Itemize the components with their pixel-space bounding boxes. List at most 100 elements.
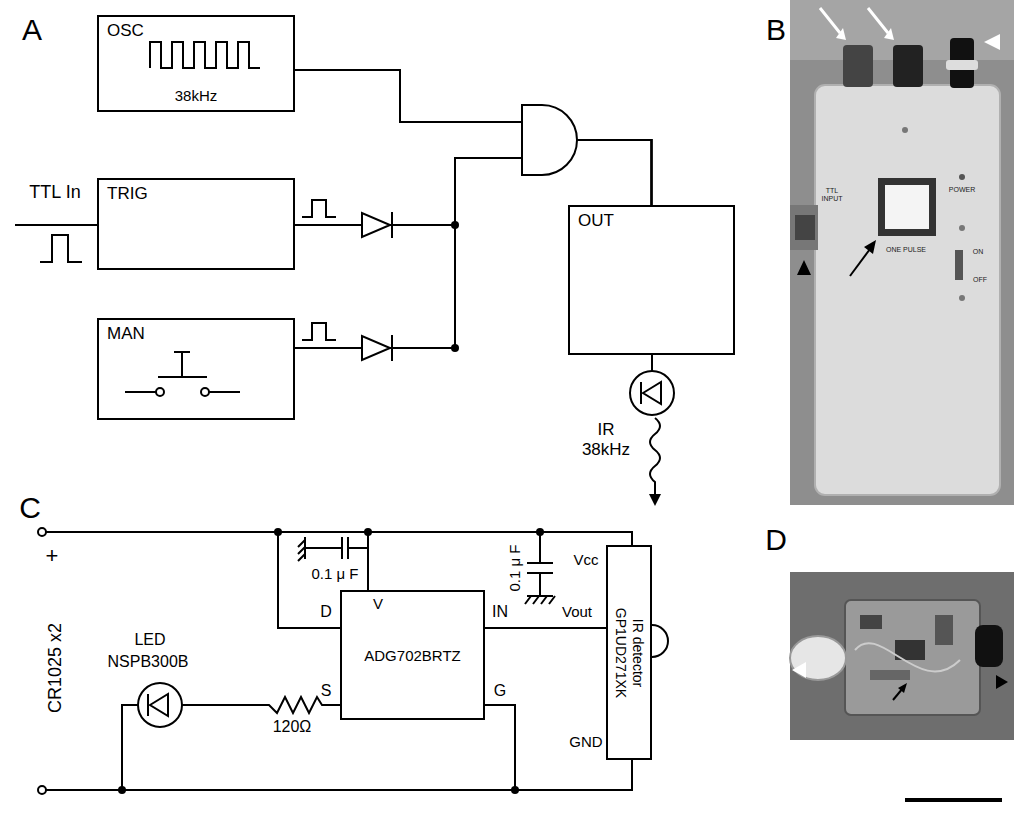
receiver-photo [975,625,1003,667]
oscillator-box: OSC38kHz [97,15,295,112]
device-photo [850,249,870,276]
panel-print: POWER [949,186,975,194]
device-photo [815,85,1000,495]
pulse-symbol [40,235,82,262]
box-title: OSC [107,21,144,41]
pushbutton-symbol [156,388,164,396]
wire [367,532,369,590]
device-photo [795,215,815,240]
and-gate [522,105,577,175]
device-photo [984,34,1000,50]
receiver-photo [898,683,907,693]
led-symbol [138,683,182,727]
device-photo [946,60,978,70]
box-title: OUT [578,211,614,231]
signal-wire [295,70,652,205]
manual-box: MAN [97,318,295,420]
receiver-photo [996,675,1008,689]
component-value: 0.1 μ F [506,545,523,592]
panel-letter: D [765,523,787,558]
switch-ic-box: ADG702BRTZ [340,590,485,720]
diode-bar [391,335,393,361]
box-title: IR detector [629,607,646,697]
battery-label: CR1025 x2 [45,623,66,713]
box-title: TRIG [107,184,148,204]
pin-name: V [373,595,383,612]
device-photo [884,28,894,40]
part-number: NSPB300B [108,653,189,671]
panel-letter: B [766,13,786,48]
circuit-schematic [38,528,668,794]
pushbutton-symbol [125,352,240,396]
component-value: 120Ω [273,718,312,736]
capacitor-symbol [305,537,368,559]
device-photo [955,250,963,280]
diode-symbol [362,213,390,237]
device-photo [878,178,936,236]
receiver-photo [845,600,980,715]
device-photo [790,0,1014,505]
pin-name: IN [492,603,508,621]
receiver-photo [792,662,806,678]
device-photo [820,8,888,33]
device-photo [843,45,873,87]
ir-wave-arrow [650,418,660,496]
signal-name: IR 38kHz [582,420,630,459]
trigger-box: TRIG [97,178,295,270]
diode-symbol [362,336,390,360]
receiver-photo [860,615,882,629]
receiver-photo [790,636,846,680]
box-title: ADG702BRTZ [364,647,460,664]
wire [485,705,515,790]
pulse-symbol [302,323,336,340]
receiver-photo [790,572,1014,740]
square-wave [150,42,260,68]
polarity-mark: + [46,543,59,568]
ir-led-symbol [630,371,674,415]
panel-print: ON [973,248,984,256]
led-wire [651,355,653,371]
output-box: OUT [568,205,735,355]
box-subtitle: GP1UD271XK [612,607,629,697]
capacitor-symbol [527,532,553,596]
pushbutton-symbol [201,388,209,396]
resistor-symbol [182,697,340,713]
panel-print: OFF [973,276,987,284]
component-name: LED [134,631,165,649]
detector-dome [652,625,668,657]
panel-print: ONE PULSE [886,246,926,254]
junction-dot [451,344,459,352]
detector-box: IR detectorGP1UD271XK [606,545,652,760]
pin-name: Vout [562,603,592,620]
panel-print: TTL INPUT [822,187,843,203]
signal-wire [485,627,606,629]
input-wire [15,224,97,226]
device-photo [864,240,876,254]
ground-rail [46,760,632,790]
pin-name: GND [569,733,602,750]
wire [122,705,138,790]
receiver-photo [790,572,1014,740]
panel-letter: A [22,13,42,48]
ground-symbol [298,537,305,561]
terminal [38,528,46,536]
box-title: MAN [107,324,145,344]
diode-symbol [148,694,168,716]
device-photo [836,28,846,40]
device-photo [893,45,923,87]
device-photo [902,127,908,133]
device-photo [959,225,965,231]
pin-name: D [320,603,332,621]
pin-name: Vcc [573,551,598,568]
ground-symbol [525,596,555,604]
pushbutton-symbol [125,352,240,392]
pulse-symbol [302,200,336,217]
signal-name: TTL In [29,182,80,203]
receiver-photo [855,643,960,671]
rotated-text: IR detectorGP1UD271XK [612,607,646,697]
pin-name: G [494,682,506,700]
panel-letter: C [19,491,41,526]
component-value: 0.1 μ F [312,565,359,582]
